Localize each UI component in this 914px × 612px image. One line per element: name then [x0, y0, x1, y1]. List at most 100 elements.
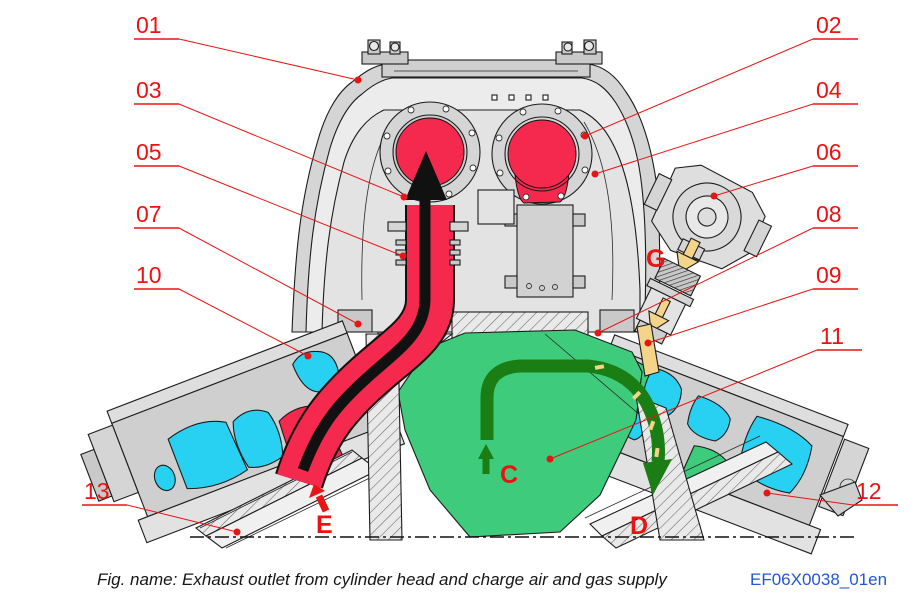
callout-05: 05	[134, 139, 407, 260]
callout-09-leader	[647, 288, 814, 344]
callout-07-leader	[178, 227, 359, 325]
callout-08: 08	[594, 201, 858, 337]
valve-ear-left	[643, 172, 673, 212]
box-lid	[381, 59, 591, 78]
callout-12: 12	[763, 478, 898, 506]
callouts: 01 02 03 04 05	[82, 12, 898, 536]
callout-01-label: 01	[136, 12, 162, 38]
left-head-end-flange	[80, 448, 113, 502]
right-duct-column	[516, 204, 574, 298]
callout-02-label: 02	[816, 12, 842, 38]
callout-07: 07	[134, 201, 362, 328]
callout-08-label: 08	[816, 201, 842, 227]
left-support-line	[225, 472, 381, 549]
lid-clamp-right	[555, 39, 603, 65]
column-bracket	[572, 213, 586, 227]
figure-doc-id: EF06X0038_01en	[750, 570, 887, 589]
right-head-foot	[819, 481, 863, 517]
gas-channel-in-head	[636, 323, 660, 377]
callout-05-leader	[178, 165, 404, 257]
callout-11-label: 11	[820, 323, 844, 349]
callout-04-label: 04	[816, 77, 842, 103]
charge-air-receiver	[397, 329, 643, 538]
callout-03: 03	[134, 77, 408, 201]
valve-stem	[697, 207, 717, 227]
callout-12-leader	[766, 492, 854, 506]
callout-01: 01	[134, 12, 362, 84]
flow-letter-gas: G	[646, 245, 665, 273]
callout-01-leader	[178, 38, 359, 81]
between-ports-block	[477, 189, 515, 225]
column-bolts	[526, 283, 558, 291]
callout-09-label: 09	[816, 262, 842, 288]
callout-13: 13	[82, 478, 241, 536]
right-port-bolt-holes	[495, 107, 589, 201]
callout-07-label: 07	[136, 201, 162, 227]
exhaust-insulation-box	[291, 39, 661, 333]
flow-letter-air-inlet: D	[630, 512, 648, 540]
duct-flange-right	[449, 221, 469, 232]
callout-08-dot	[594, 329, 602, 337]
valve-bellows	[654, 257, 702, 297]
callout-13-leader	[126, 504, 238, 533]
callout-01-dot	[354, 76, 362, 84]
callout-11-leader	[549, 349, 818, 460]
right-port-opening	[507, 119, 577, 189]
callout-03-dot	[400, 193, 408, 201]
callout-04-leader	[594, 103, 814, 175]
valve-ear-right	[743, 219, 773, 258]
flow-letter-charge-air: C	[500, 461, 518, 489]
exhaust-inlet-arrow-e	[309, 484, 330, 513]
callout-08-leader	[597, 227, 814, 334]
callout-11-dot	[546, 455, 554, 463]
callout-13-label: 13	[84, 478, 110, 504]
figure-caption: Fig. name: Exhaust outlet from cylinder …	[97, 570, 668, 589]
callout-02-dot	[581, 132, 589, 140]
charge-air-flow-arrow	[480, 359, 672, 495]
right-support-hatched	[601, 451, 793, 549]
callout-06-dot	[710, 192, 718, 200]
exhaust-outlet-right	[477, 103, 593, 298]
duct-bellows	[395, 239, 461, 266]
callout-09: 09	[644, 262, 858, 347]
flow-letter-exhaust-inlet: E	[316, 511, 333, 539]
box-bracket-left	[337, 309, 373, 333]
panel-contour-right	[583, 121, 614, 301]
callout-12-label: 12	[856, 478, 882, 504]
callout-10-label: 10	[136, 262, 162, 288]
gas-admission-valve	[634, 164, 773, 345]
exhaust-flow-arrow	[297, 151, 447, 472]
exhaust-outlet-left	[379, 101, 481, 203]
callout-02-leader	[584, 38, 814, 137]
callout-06-leader	[713, 165, 814, 197]
callout-02: 02	[581, 12, 858, 140]
callout-10-leader	[178, 288, 309, 357]
left-water-space-4	[153, 464, 176, 492]
charge-air-arrow-c	[478, 444, 494, 474]
callout-06: 06	[710, 139, 858, 200]
callout-09-dot	[644, 339, 652, 347]
callout-04: 04	[591, 77, 858, 178]
column-bracket	[504, 275, 518, 289]
callout-10-dot	[304, 352, 312, 360]
callout-10: 10	[134, 262, 312, 360]
callout-12-dot	[763, 489, 771, 497]
receiver-edge-line	[544, 333, 641, 416]
callout-05-label: 05	[136, 139, 162, 165]
right-port-ring	[504, 116, 580, 192]
lid-clamp-left	[361, 39, 409, 65]
callout-04-dot	[591, 170, 599, 178]
callout-03-leader	[178, 103, 405, 198]
callout-07-dot	[354, 320, 362, 328]
column-bracket	[572, 275, 586, 289]
box-bracket-right	[599, 309, 635, 333]
left-cylinder-head	[80, 320, 406, 544]
callout-06-label: 06	[816, 139, 842, 165]
callout-13-dot	[233, 528, 241, 536]
callout-05-dot	[399, 252, 407, 260]
callout-03-label: 03	[136, 77, 162, 103]
right-water-space-2	[687, 395, 731, 442]
lid-screws	[491, 94, 549, 101]
